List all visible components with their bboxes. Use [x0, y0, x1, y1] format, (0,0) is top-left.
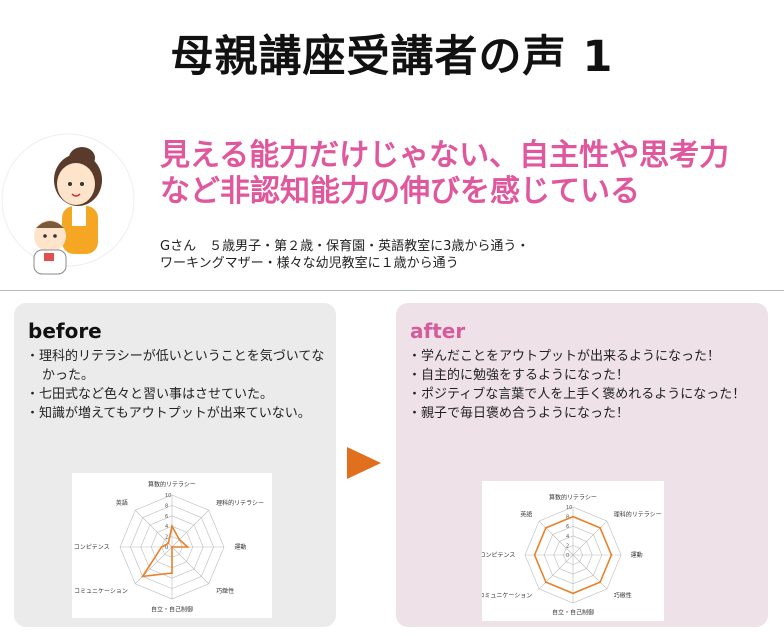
- list-item: ポジティブな言葉で人を上手く褒めれるようになった！: [408, 385, 758, 404]
- before-list: 理科的リテラシーが低いということを気づいてなかった。 七田式など色々と習い事はさ…: [26, 347, 326, 423]
- radar-axis-label: コミュニケーション: [482, 593, 532, 600]
- radar-axis-label: 英語: [520, 510, 532, 518]
- radar-tick-label: 4: [566, 534, 569, 540]
- radar-tick-label: 10: [165, 493, 171, 499]
- after-radar-chart: 10 8 6 4 2 0 算数的リテラシー理科的リテラシー運動巧緻性自立・自己制御 コミュニケ…: [478, 481, 664, 621]
- list-item: 七田式など色々と習い事はさせていた。: [26, 385, 326, 404]
- radar-spoke: [135, 546, 173, 584]
- radar-tick-label: 0: [165, 545, 168, 551]
- after-list: 学んだことをアウトプットが出来るようになった！ 自主的に勉強をするようになった！…: [408, 347, 758, 423]
- list-item: 理科的リテラシーが低いということを気づいてなかった。: [26, 347, 326, 385]
- radar-data-point: [544, 526, 547, 529]
- radar-axis-label: 巧緻性: [614, 592, 632, 600]
- radar-data-point: [171, 525, 173, 528]
- radar-data-point: [186, 546, 189, 548]
- radar-tick-label: 2: [566, 543, 569, 549]
- list-item: 学んだことをアウトプットが出来るようになった！: [408, 347, 758, 366]
- radar-axis-label: 運動: [234, 543, 246, 551]
- radar-axis-label: 理科的リテラシー: [216, 499, 264, 507]
- radar-tick-label: 6: [165, 514, 168, 520]
- radar-data-point: [599, 526, 602, 529]
- radar-spoke: [171, 510, 209, 548]
- mother-child-illustration: [1, 133, 135, 275]
- radar-axis-label: 巧緻性: [216, 587, 234, 595]
- radar-data-point: [171, 572, 173, 574]
- radar-axis-label: 英語: [116, 499, 128, 507]
- before-radar-chart: 10 8 6 4 2 0 算数的リテラシー理科的リテラシー運動巧緻性自立・自己制御 コミュニケ…: [72, 473, 272, 618]
- arrow-right-icon: [347, 447, 381, 479]
- radar-data-point: [178, 538, 181, 541]
- radar-spoke: [135, 510, 173, 548]
- radar-axis-label: 運動: [631, 551, 643, 559]
- list-item: 親子で毎日褒め合うようになった！: [408, 404, 758, 423]
- headline-line-2: など非認知能力の伸びを感じている: [160, 174, 640, 209]
- profile-info: Gさん ５歳男子・第２歳・保育園・英語教室に3歳から通う・ ワーキングマザー・様…: [160, 238, 770, 272]
- radar-axis-label: 自立・自己制御: [552, 609, 594, 617]
- radar-spoke: [171, 546, 209, 584]
- radar-data-point: [533, 554, 536, 556]
- headline: 見える能力だけじゃない、自主性や思考力 など非認知能力の伸びを感じている: [160, 138, 780, 210]
- radar-data-point: [572, 592, 574, 595]
- list-item: 知識が増えてもアウトプットが出来ていない。: [26, 404, 326, 423]
- radar-tick-label: 2: [165, 535, 168, 541]
- radar-axis-label: コミュニケーション: [74, 588, 128, 595]
- radar-data-point: [167, 542, 170, 545]
- section-divider: [0, 290, 784, 291]
- radar-data-point: [610, 554, 613, 556]
- radar-tick-label: 10: [566, 505, 572, 511]
- radar-axis-label: 算数的リテラシー: [148, 481, 196, 489]
- headline-line-1: 見える能力だけじゃない、自主性や思考力: [160, 138, 730, 173]
- radar-data-point: [160, 546, 163, 548]
- radar-data-point: [599, 581, 602, 584]
- radar-tick-label: 8: [165, 503, 168, 509]
- radar-data-point: [544, 581, 547, 584]
- after-heading: after: [410, 319, 466, 343]
- radar-axis-label: 算数的リテラシー: [549, 493, 597, 501]
- radar-tick-label: 0: [566, 553, 569, 559]
- radar-tick-label: 4: [165, 524, 168, 530]
- radar-spoke: [538, 554, 574, 590]
- radar-axis-label: 理科的リテラシー: [614, 510, 662, 518]
- radar-data-point: [141, 575, 144, 578]
- radar-tick-label: 8: [566, 515, 569, 521]
- radar-spoke: [572, 554, 608, 590]
- radar-spoke: [572, 520, 608, 556]
- after-panel: after 学んだことをアウトプットが出来るようになった！ 自主的に勉強をするよ…: [396, 303, 768, 627]
- radar-axis-label: コンピテンス: [482, 552, 515, 559]
- radar-axis-label: 自立・自己制御: [151, 605, 193, 613]
- radar-data-point: [572, 515, 574, 518]
- before-heading: before: [28, 319, 102, 343]
- list-item: 自主的に勉強をするようになった！: [408, 366, 758, 385]
- before-panel: before 理科的リテラシーが低いということを気づいてなかった。 七田式など色…: [14, 303, 336, 627]
- radar-spoke: [538, 520, 574, 556]
- profile-line-1: Gさん ５歳男子・第２歳・保育園・英語教室に3歳から通う・: [160, 239, 530, 254]
- profile-line-2: ワーキングマザー・様々な幼児教室に１歳から通う: [160, 256, 459, 271]
- radar-data-point: [171, 546, 173, 548]
- page-title: 母親講座受講者の声 1: [170, 32, 614, 82]
- radar-axis-label: コンピテンス: [74, 544, 110, 551]
- radar-tick-label: 6: [566, 524, 569, 530]
